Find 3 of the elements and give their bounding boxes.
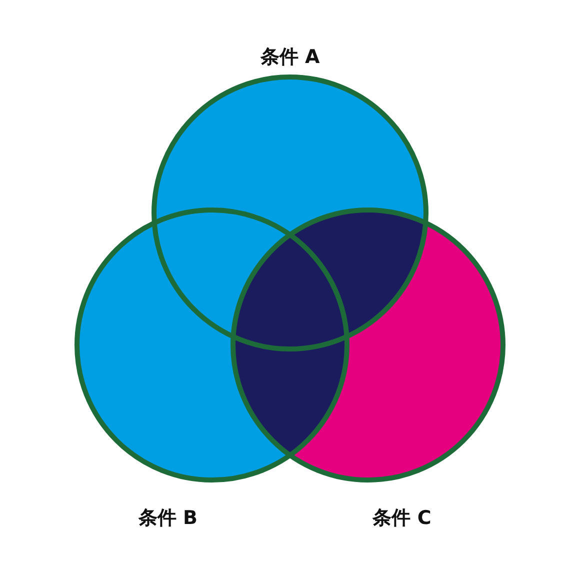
circle-label: 条件 A	[260, 46, 320, 68]
circle-label: 条件 B	[138, 507, 198, 529]
circle-label: 条件 C	[372, 507, 432, 529]
